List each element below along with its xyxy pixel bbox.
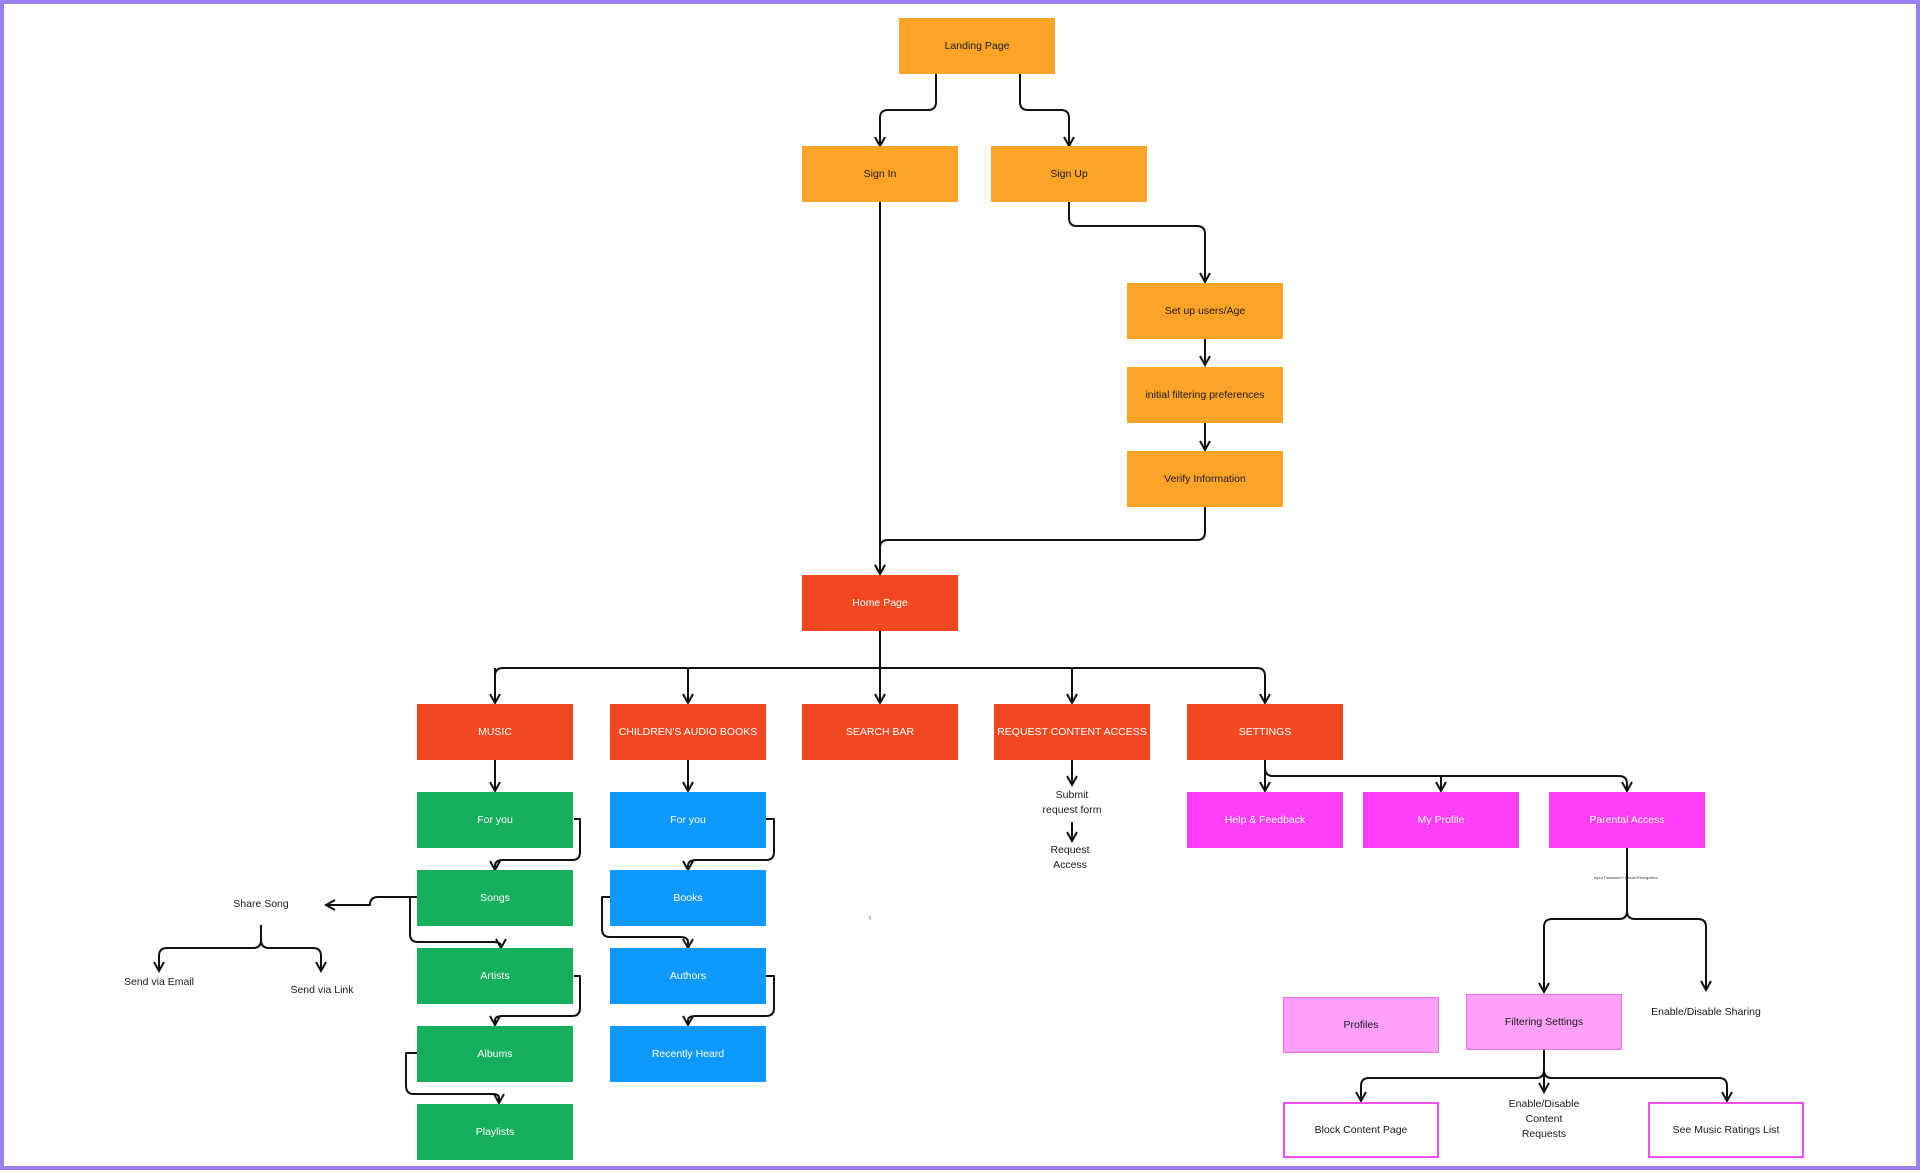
node-label: MUSIC bbox=[478, 725, 512, 738]
node-label: Playlists bbox=[475, 1125, 515, 1138]
label-send-via-email: Send via Email bbox=[123, 976, 195, 988]
edge-bforyou-books bbox=[688, 818, 775, 870]
node-settings[interactable]: SETTINGS bbox=[1187, 704, 1343, 760]
node-label: REQUEST CONTENT ACCESS bbox=[997, 725, 1147, 738]
edge-verify-home bbox=[880, 507, 1206, 574]
node-request-content-access[interactable]: REQUEST CONTENT ACCESS bbox=[994, 704, 1150, 760]
node-label: SEARCH BAR bbox=[845, 725, 915, 738]
label-line: Request bbox=[1050, 844, 1090, 856]
edge-filter-ratings bbox=[1543, 1069, 1727, 1101]
node-songs[interactable]: Songs bbox=[417, 870, 573, 926]
edge-bus-right-corner bbox=[1256, 667, 1266, 677]
edge-parental-sharing bbox=[1626, 910, 1706, 990]
node-verify-information[interactable]: Verify Information bbox=[1127, 451, 1283, 507]
node-music[interactable]: MUSIC bbox=[417, 704, 573, 760]
label-line: Access bbox=[1053, 859, 1087, 871]
node-playlists[interactable]: Playlists bbox=[417, 1104, 573, 1160]
label-line: request form bbox=[1042, 804, 1102, 816]
node-artists[interactable]: Artists bbox=[417, 948, 573, 1004]
edge-parental-filter bbox=[1544, 910, 1628, 992]
edge-artists-albums bbox=[495, 975, 581, 1025]
node-authors[interactable]: Authors bbox=[610, 948, 766, 1004]
node-label: Profiles bbox=[1343, 1018, 1379, 1031]
node-label: Set up users/Age bbox=[1164, 304, 1246, 317]
node-label: My Profile bbox=[1417, 813, 1465, 826]
node-label: Authors bbox=[669, 969, 707, 982]
label-line: Submit bbox=[1055, 789, 1089, 801]
node-label: Landing Page bbox=[944, 39, 1010, 52]
node-label: Help & Feedback bbox=[1224, 813, 1306, 826]
node-block-content-page[interactable]: Block Content Page bbox=[1283, 1102, 1439, 1158]
label-submit-request-form: Submit request form bbox=[1022, 788, 1122, 818]
edge-bus-left-corner bbox=[494, 667, 504, 677]
connector-layer bbox=[4, 74, 1920, 1174]
node-label: Verify Information bbox=[1164, 472, 1246, 485]
node-label: Sign Up bbox=[1050, 167, 1088, 180]
node-audiobooks[interactable]: CHILDREN'S AUDIO BOOKS bbox=[610, 704, 766, 760]
edge-authors-recent bbox=[688, 975, 775, 1025]
edge-settings-bus bbox=[1264, 767, 1627, 791]
node-label: For you bbox=[477, 813, 513, 826]
edge-songs-artists bbox=[409, 896, 501, 948]
edge-songs-share bbox=[326, 896, 417, 905]
node-books[interactable]: Books bbox=[610, 870, 766, 926]
label-enable-disable-sharing: Enable/Disable Sharing bbox=[1651, 1006, 1761, 1018]
node-home-page[interactable]: Home Page bbox=[802, 575, 958, 631]
node-label: Books bbox=[673, 891, 703, 904]
edge-foryou-songs bbox=[495, 818, 581, 870]
label-line: Content bbox=[1525, 1113, 1563, 1125]
node-label: See Music Ratings List bbox=[1672, 1123, 1780, 1136]
node-landing-page[interactable]: Landing Page bbox=[899, 18, 1055, 74]
edge-albums-playlists bbox=[405, 1052, 499, 1103]
node-music-ratings-list[interactable]: See Music Ratings List bbox=[1648, 1102, 1804, 1158]
node-parental-access[interactable]: Parental Access bbox=[1549, 792, 1705, 848]
node-label: SETTINGS bbox=[1238, 725, 1292, 738]
label-send-via-link: Send via Link bbox=[290, 984, 354, 996]
label-line: Requests bbox=[1521, 1128, 1567, 1140]
stray-mark: ‹ bbox=[868, 912, 872, 922]
label-parental-caption: Input Password / Facial Recognition bbox=[1594, 875, 1658, 880]
label-enable-disable-requests: Enable/Disable Content Requests bbox=[1494, 1097, 1594, 1142]
node-label: Albums bbox=[477, 1047, 513, 1060]
node-label: For you bbox=[670, 813, 706, 826]
label-share-song: Share Song bbox=[233, 898, 289, 910]
node-label: CHILDREN'S AUDIO BOOKS bbox=[618, 725, 758, 738]
node-recently-heard[interactable]: Recently Heard bbox=[610, 1026, 766, 1082]
node-filtering-settings[interactable]: Filtering Settings bbox=[1466, 994, 1622, 1050]
node-filtering-preferences[interactable]: initial filtering preferences bbox=[1127, 367, 1283, 423]
node-label: Block Content Page bbox=[1314, 1123, 1408, 1136]
edge-share-branch bbox=[159, 925, 262, 971]
node-sign-in[interactable]: Sign In bbox=[802, 146, 958, 202]
label-line: Enable/Disable bbox=[1508, 1098, 1580, 1110]
node-label: Filtering Settings bbox=[1504, 1015, 1584, 1028]
edge-share-branch-right bbox=[260, 939, 321, 971]
node-label: Recently Heard bbox=[651, 1047, 725, 1060]
node-help-feedback[interactable]: Help & Feedback bbox=[1187, 792, 1343, 848]
node-label: initial filtering preferences bbox=[1145, 388, 1265, 401]
edge-books-authors bbox=[601, 896, 688, 948]
edge-landing-signin bbox=[880, 74, 937, 146]
edge-signup-setup bbox=[1068, 202, 1205, 282]
node-label: Songs bbox=[480, 891, 510, 904]
edge-landing-signup bbox=[1019, 74, 1069, 146]
node-setup-users[interactable]: Set up users/Age bbox=[1127, 283, 1283, 339]
node-label: Home Page bbox=[852, 596, 908, 609]
node-music-for-you[interactable]: For you bbox=[417, 792, 573, 848]
label-request-access: Request Access bbox=[1022, 843, 1118, 873]
node-label: Artists bbox=[480, 969, 510, 982]
node-books-for-you[interactable]: For you bbox=[610, 792, 766, 848]
node-search-bar[interactable]: SEARCH BAR bbox=[802, 704, 958, 760]
node-label: Parental Access bbox=[1589, 813, 1665, 826]
node-sign-up[interactable]: Sign Up bbox=[991, 146, 1147, 202]
node-albums[interactable]: Albums bbox=[417, 1026, 573, 1082]
node-profiles[interactable]: Profiles bbox=[1283, 997, 1439, 1053]
node-label: Sign In bbox=[863, 167, 897, 180]
node-my-profile[interactable]: My Profile bbox=[1363, 792, 1519, 848]
